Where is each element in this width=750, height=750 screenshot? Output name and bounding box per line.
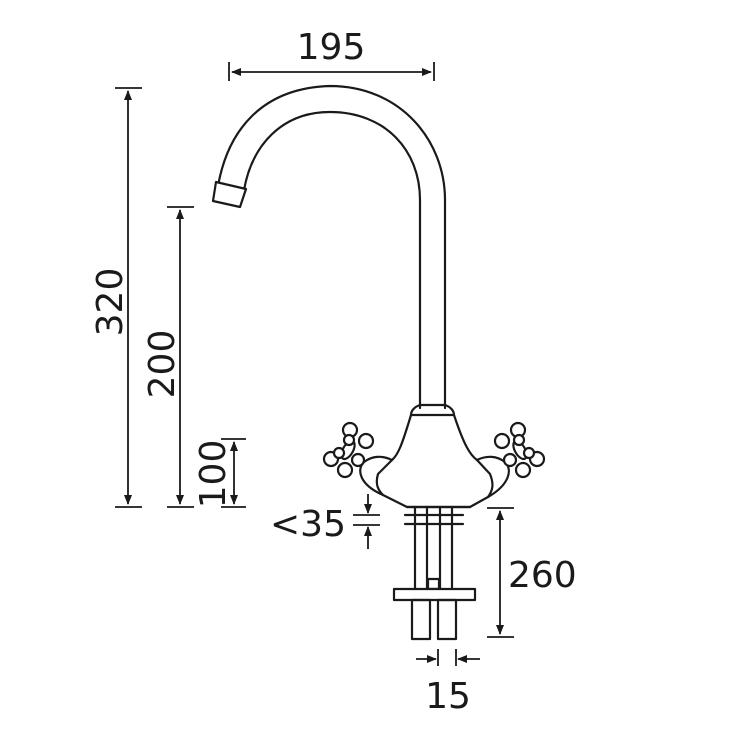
label-shank-length: 260	[508, 555, 577, 596]
dimension-outlet-height: 200	[142, 206, 194, 508]
label-deck-thickness: <35	[270, 504, 346, 545]
label-overall-height: 320	[90, 268, 131, 337]
label-body-height: 100	[193, 440, 234, 509]
spout	[211, 84, 447, 410]
dimension-spout-reach: 195	[228, 27, 435, 81]
dimension-body-height: 100	[193, 438, 246, 509]
label-shank-diameter: 15	[425, 676, 471, 717]
spout-outlet	[211, 180, 248, 209]
label-spout-reach: 195	[297, 27, 366, 68]
tap-body	[375, 403, 494, 509]
label-outlet-height: 200	[142, 330, 183, 399]
left-cross-handle	[322, 421, 394, 497]
dimension-deck-thickness: <35	[270, 494, 380, 549]
dimension-overall-height: 320	[90, 87, 142, 508]
dimension-shank-length: 260	[487, 507, 577, 638]
shank-assembly	[392, 505, 477, 641]
fixing-plate	[392, 587, 477, 602]
right-cross-handle	[475, 421, 546, 499]
dimension-shank-diameter: 15	[416, 649, 480, 717]
